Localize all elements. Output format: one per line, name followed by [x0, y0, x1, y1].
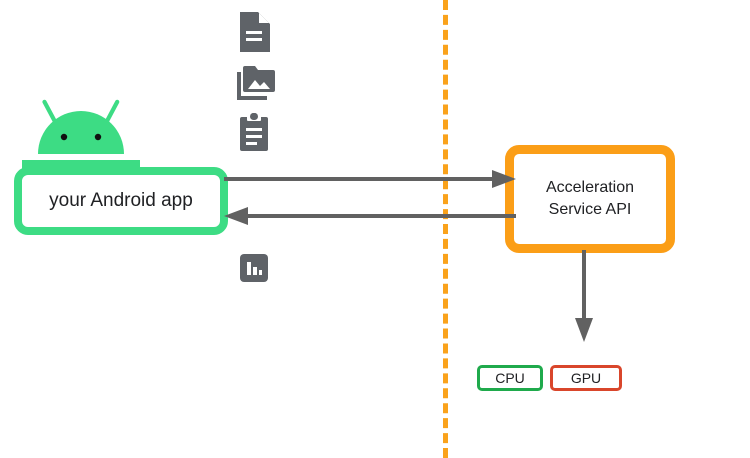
- delegate-arrow: [575, 250, 593, 342]
- cpu-box[interactable]: CPU: [477, 365, 543, 391]
- boundary-divider: [443, 0, 448, 458]
- gpu-box[interactable]: GPU: [550, 365, 622, 391]
- api-box-label-line-1: Acceleration: [545, 179, 635, 197]
- app-box-label: your Android app: [49, 189, 193, 211]
- gpu-box-label: GPU: [570, 370, 602, 386]
- clipboard-icon: [240, 113, 268, 151]
- api-box-label-line-2: Service API: [548, 201, 632, 218]
- photos-icon: [237, 66, 275, 100]
- request-arrow: [224, 170, 516, 188]
- android-robot-icon: [22, 99, 140, 172]
- response-arrow: [224, 207, 516, 225]
- app-box[interactable]: your Android app: [14, 167, 228, 235]
- acceleration-service-api-box[interactable]: Acceleration Service API: [505, 145, 675, 253]
- cpu-box-label: CPU: [495, 370, 525, 386]
- document-icon: [240, 12, 270, 52]
- bar-chart-icon: [240, 254, 268, 282]
